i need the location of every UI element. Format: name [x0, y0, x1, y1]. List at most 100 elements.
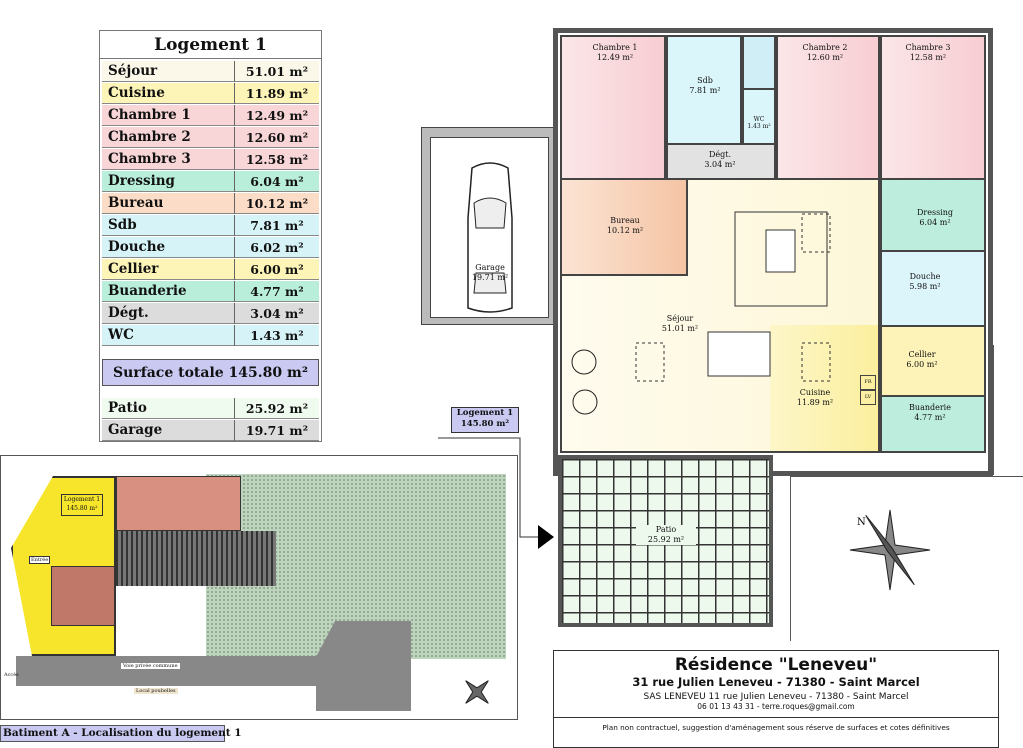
contact: 06 01 13 43 31 - terre.roques@gmail.com	[697, 702, 855, 711]
cuisine-area: 11.89 m²	[796, 398, 834, 407]
room-douche-sdb	[742, 35, 776, 90]
room-cellier	[880, 325, 986, 397]
room-sdb	[666, 35, 742, 145]
room-label: Patio	[108, 400, 147, 416]
room-area: 7.81 m²	[234, 215, 319, 236]
chambre1-name: Chambre 1	[592, 43, 638, 52]
room-area: 6.00 m²	[234, 259, 319, 280]
room-area: 6.02 m²	[234, 237, 319, 258]
sejour-name: Séjour	[666, 314, 694, 323]
room-label: Douche	[108, 239, 166, 255]
room-degt	[666, 143, 776, 180]
car-icon	[467, 162, 513, 313]
callout-line2: 145.80 m²	[460, 419, 510, 429]
table-row: Chambre 1 12.49 m²	[102, 105, 319, 126]
room-area: 4.77 m²	[234, 281, 319, 302]
room-label: Sdb	[108, 217, 137, 233]
entree-label: Entrée	[29, 556, 51, 564]
room-area: 12.60 m²	[234, 127, 319, 148]
table-row: Cuisine 11.89 m²	[102, 83, 319, 104]
patio-name: Patio	[655, 525, 677, 534]
site-logement-area: 145.80 m²	[66, 505, 98, 512]
chambre2-area: 12.60 m²	[806, 53, 844, 62]
room-label: Chambre 1	[108, 107, 191, 123]
buanderie-area: 4.77 m²	[914, 413, 946, 422]
roof	[116, 531, 276, 586]
room-label: Buanderie	[108, 283, 187, 299]
table-row: Bureau 10.12 m²	[102, 193, 319, 214]
bureau-name: Bureau	[610, 216, 640, 225]
fridge-label: FR	[860, 375, 876, 390]
room-label: Chambre 3	[108, 151, 191, 167]
plant-icon	[571, 349, 598, 415]
chambre3-area: 12.58 m²	[909, 53, 947, 62]
site-logement-label: Logement 1	[63, 496, 101, 503]
room-label: Cuisine	[108, 85, 165, 101]
voie-label: Voie privée commune	[121, 663, 180, 669]
table-row: Dégt. 3.04 m²	[102, 303, 319, 324]
disclaimer: Plan non contractuel, suggestion d'aména…	[554, 717, 998, 732]
table-row: Douche 6.02 m²	[102, 237, 319, 258]
cellier-name: Cellier	[908, 350, 936, 359]
wc-area: 1.43 m²	[747, 123, 771, 130]
acces-label: Accès	[4, 672, 19, 678]
room-area: 12.49 m²	[234, 105, 319, 126]
room-area: 1.43 m²	[234, 325, 319, 346]
room-label: Garage	[108, 422, 163, 438]
site-compass-icon	[465, 680, 489, 704]
chambre2-name: Chambre 2	[802, 43, 848, 52]
compass-icon: N	[849, 509, 931, 591]
patio-area: 25.92 m²	[647, 535, 685, 544]
company: SAS LENEVEU 11 rue Julien Leneveu - 7138…	[643, 692, 909, 702]
room-label: Dégt.	[108, 305, 149, 321]
sejour-area: 51.01 m²	[661, 324, 699, 333]
svg-text:N: N	[857, 517, 866, 528]
room-area: 11.89 m²	[234, 83, 319, 104]
room-area: 10.12 m²	[234, 193, 319, 214]
room-chambre2	[776, 35, 880, 180]
chambre1-area: 12.49 m²	[596, 53, 634, 62]
dressing-name: Dressing	[916, 208, 953, 217]
room-bureau	[560, 178, 688, 276]
wc-name: WC	[753, 116, 765, 123]
room-label: WC	[108, 327, 134, 343]
room-label: Chambre 2	[108, 129, 191, 145]
sdb-area: 7.81 m²	[689, 86, 721, 95]
room-chambre3	[880, 35, 986, 180]
cuisine-name: Cuisine	[799, 388, 831, 397]
buanderie-name: Buanderie	[909, 403, 951, 412]
title-block: Résidence "Leneveu" 31 rue Julien Leneve…	[553, 650, 999, 748]
sdb-name: Sdb	[697, 76, 713, 85]
dressing-area: 6.04 m²	[919, 218, 951, 227]
washer-label: LV	[860, 390, 876, 405]
project-address: 31 rue Julien Leneveu - 71380 - Saint Ma…	[632, 675, 920, 689]
room-label: Bureau	[108, 195, 164, 211]
room-area: 25.92 m²	[234, 398, 319, 419]
room-douche	[880, 250, 986, 327]
site-caption: Batiment A - Localisation du logement 1	[0, 725, 242, 742]
room-chambre1	[560, 35, 666, 180]
table-row: Sdb 7.81 m²	[102, 215, 319, 236]
table-row: Garage 19.71 m²	[102, 420, 319, 441]
room-label: Cellier	[108, 261, 159, 277]
room-area: 6.04 m²	[234, 171, 319, 192]
site-plan: Logement 1 145.80 m² Entrée Voie privée c…	[0, 455, 518, 720]
callout-pointer	[438, 437, 554, 549]
room-area: 3.04 m²	[234, 303, 319, 324]
room-area: 19.71 m²	[234, 420, 319, 441]
degt-name: Dégt.	[708, 150, 732, 159]
furniture	[571, 211, 831, 415]
neighbor-wall	[988, 345, 994, 475]
project-name: Résidence "Leneveu"	[674, 655, 878, 675]
garage-area: 19.71 m²	[471, 273, 509, 282]
room-area: 51.01 m²	[234, 61, 319, 82]
local-label: Local poubelles	[134, 688, 178, 694]
surface-total: Surface totale 145.80 m²	[102, 359, 319, 386]
table-row: Chambre 2 12.60 m²	[102, 127, 319, 148]
douche-area: 5.98 m²	[909, 282, 941, 291]
